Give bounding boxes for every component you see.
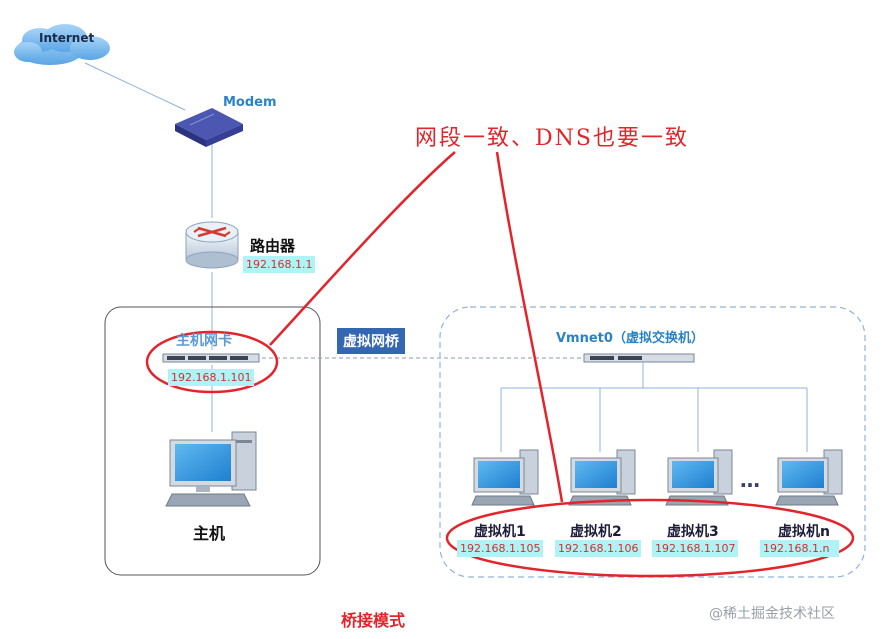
vm-ip: 192.168.1.n [760,540,840,557]
vm-label: 虚拟机n [778,524,830,540]
host-box [104,306,321,576]
vm-computer-icon [568,449,636,506]
vmnet-switch-icon [583,353,695,363]
host-computer-icon [165,431,257,507]
mode-label: 桥接模式 [341,611,406,630]
annotation-marks [145,151,855,578]
internet-modem-link [84,62,186,111]
vmnet-label: Vmnet0（虚拟交换机） [556,331,704,346]
vm-computer-icon [471,449,539,506]
vm-label: 虚拟机1 [474,524,526,540]
watermark: @稀土掘金技术社区 [709,606,835,622]
router-label: 路由器 [250,237,296,255]
router-ip: 192.168.1.1 [243,256,316,273]
modem-icon [175,108,243,147]
modem-label: Modem [223,95,277,110]
host-label: 主机 [193,524,226,543]
vm-ip: 192.168.1.106 [555,540,642,557]
vm-ellipsis: … [740,468,760,492]
vm-ip: 192.168.1.105 [457,540,544,557]
vm-label: 虚拟机3 [667,524,719,540]
vm-links [500,362,808,452]
host-nic-label: 主机网卡 [176,333,232,349]
host-nic-ip: 192.168.1.101 [168,369,255,386]
annotation-text: 网段一致、DNS也要一致 [415,126,689,151]
internet-cloud-icon [14,24,110,65]
host-nic-icon [162,353,260,363]
bridge-label: 虚拟网桥 [337,328,405,354]
vm-computer-icon [775,449,843,506]
router-icon [185,221,239,269]
vm-ip: 192.168.1.107 [652,540,739,557]
vm-computer-icon [665,449,733,506]
vm-label: 虚拟机2 [570,524,622,540]
internet-label: Internet [39,31,95,45]
